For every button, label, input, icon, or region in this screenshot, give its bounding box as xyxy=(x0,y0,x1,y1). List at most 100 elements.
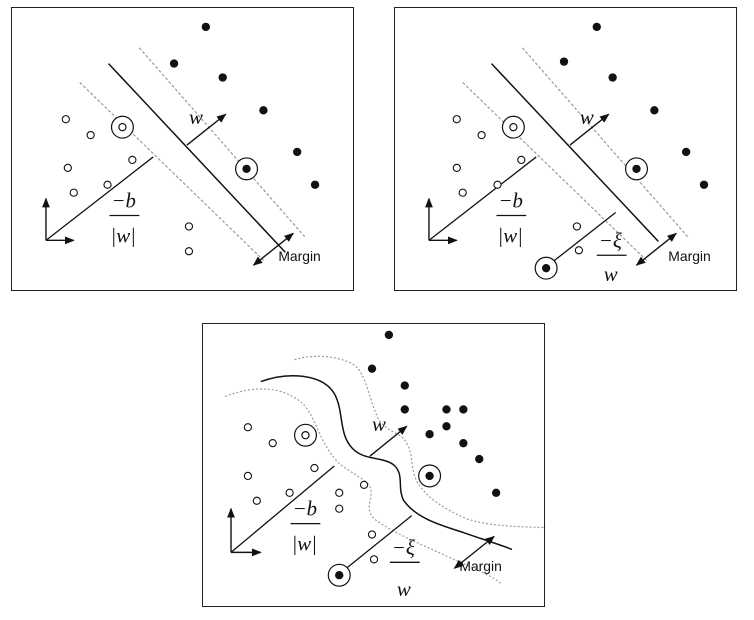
data-point xyxy=(400,381,409,390)
data-point xyxy=(69,188,78,197)
weight-label: w xyxy=(189,105,203,129)
margin-arrow xyxy=(453,535,495,569)
data-point xyxy=(491,488,501,497)
class-negative-points xyxy=(61,115,194,256)
data-point xyxy=(201,22,211,32)
data-point xyxy=(477,130,486,140)
panel-soft-margin-svm: w −b |w| −ξ w Margin xyxy=(394,7,737,291)
data-point xyxy=(425,430,434,439)
slack-line xyxy=(546,212,617,267)
data-point xyxy=(384,330,394,340)
bias-denominator-label: |w| xyxy=(292,531,317,555)
weight-vector-arrow xyxy=(369,425,408,457)
data-point xyxy=(572,222,582,231)
data-point xyxy=(559,57,569,66)
data-point xyxy=(475,454,484,464)
margin-curve-lower xyxy=(224,388,502,585)
margin-curve-upper xyxy=(294,355,546,529)
soft-margin-svm-diagram: w −b |w| −ξ w Margin xyxy=(425,22,711,286)
data-point xyxy=(369,555,379,564)
slack-numerator-label: −ξ xyxy=(392,535,415,559)
bias-line xyxy=(428,156,537,241)
slack-denominator-label: w xyxy=(604,262,618,286)
data-point xyxy=(442,405,451,414)
bias-numerator-label: −b xyxy=(112,189,136,213)
bias-line xyxy=(230,465,335,553)
support-vector-positive xyxy=(418,464,442,488)
data-point xyxy=(459,438,468,448)
class-positive-points xyxy=(559,22,709,189)
slack-denominator-label: w xyxy=(397,577,411,601)
margin-line-left xyxy=(462,82,648,262)
data-point xyxy=(442,422,451,431)
data-point xyxy=(184,222,194,231)
data-point xyxy=(517,155,526,165)
weight-vector-arrow xyxy=(186,113,227,146)
data-point xyxy=(359,480,369,489)
data-point xyxy=(367,530,377,539)
margin-label: Margin xyxy=(668,248,710,264)
data-point xyxy=(608,73,617,82)
margin-line-right xyxy=(138,47,307,239)
panel-linear-svm: w −b |w| Margin xyxy=(11,7,354,291)
nonlinear-svm-diagram: w −b |w| −ξ w Margin xyxy=(224,330,546,601)
data-point xyxy=(493,180,502,189)
weight-vector-arrow xyxy=(569,113,610,146)
support-vector-positive xyxy=(235,157,259,181)
slack-line xyxy=(339,515,413,574)
class-positive-points xyxy=(169,22,320,189)
data-point xyxy=(128,155,137,165)
data-point xyxy=(61,115,70,124)
data-point xyxy=(259,106,268,115)
panel-nonlinear-svm: w −b |w| −ξ w Margin xyxy=(202,323,546,607)
data-point xyxy=(310,463,319,473)
bias-numerator-label: −b xyxy=(293,497,318,521)
decision-boundary-curve xyxy=(260,375,513,551)
bias-denominator-label: |w| xyxy=(111,223,136,247)
data-point xyxy=(681,147,691,157)
linear-svm-diagram: w −b |w| Margin xyxy=(42,22,321,266)
data-point xyxy=(699,180,709,189)
weight-label: w xyxy=(580,105,594,129)
slack-numerator-label: −ξ xyxy=(599,228,622,252)
data-point xyxy=(310,180,320,189)
decision-boundary xyxy=(107,63,286,253)
data-point xyxy=(184,247,194,256)
decision-boundary xyxy=(490,63,659,242)
data-point xyxy=(650,106,659,115)
data-point xyxy=(86,130,95,140)
data-point xyxy=(252,496,261,505)
data-point xyxy=(574,246,584,255)
data-point xyxy=(293,147,302,157)
data-point xyxy=(335,488,344,497)
support-vector-negative xyxy=(110,115,134,139)
data-point xyxy=(63,163,72,172)
class-negative-points xyxy=(243,423,379,564)
data-point xyxy=(452,163,461,172)
support-vector-positive xyxy=(624,157,649,181)
margin-arrow xyxy=(635,232,677,266)
data-point xyxy=(592,22,601,32)
support-vector-negative xyxy=(501,115,525,139)
bias-numerator-label: −b xyxy=(498,189,523,213)
data-point xyxy=(243,423,253,432)
data-point xyxy=(169,59,179,68)
data-point xyxy=(458,188,467,197)
data-point xyxy=(243,471,253,481)
data-point xyxy=(285,488,294,497)
weight-label: w xyxy=(372,412,386,436)
slack-vector-point xyxy=(534,256,558,280)
data-point xyxy=(367,364,377,373)
data-point xyxy=(452,115,461,124)
margin-label: Margin xyxy=(459,558,501,574)
margin-label: Margin xyxy=(278,248,320,264)
margin-line-left xyxy=(79,82,265,262)
margin-line-right xyxy=(521,47,690,239)
slack-vector-point xyxy=(327,563,351,587)
data-point xyxy=(335,504,344,513)
class-negative-points xyxy=(452,115,584,255)
class-positive-points xyxy=(367,330,501,497)
bias-denominator-label: |w| xyxy=(497,223,522,247)
data-point xyxy=(103,180,112,189)
margin-arrow xyxy=(252,232,294,266)
